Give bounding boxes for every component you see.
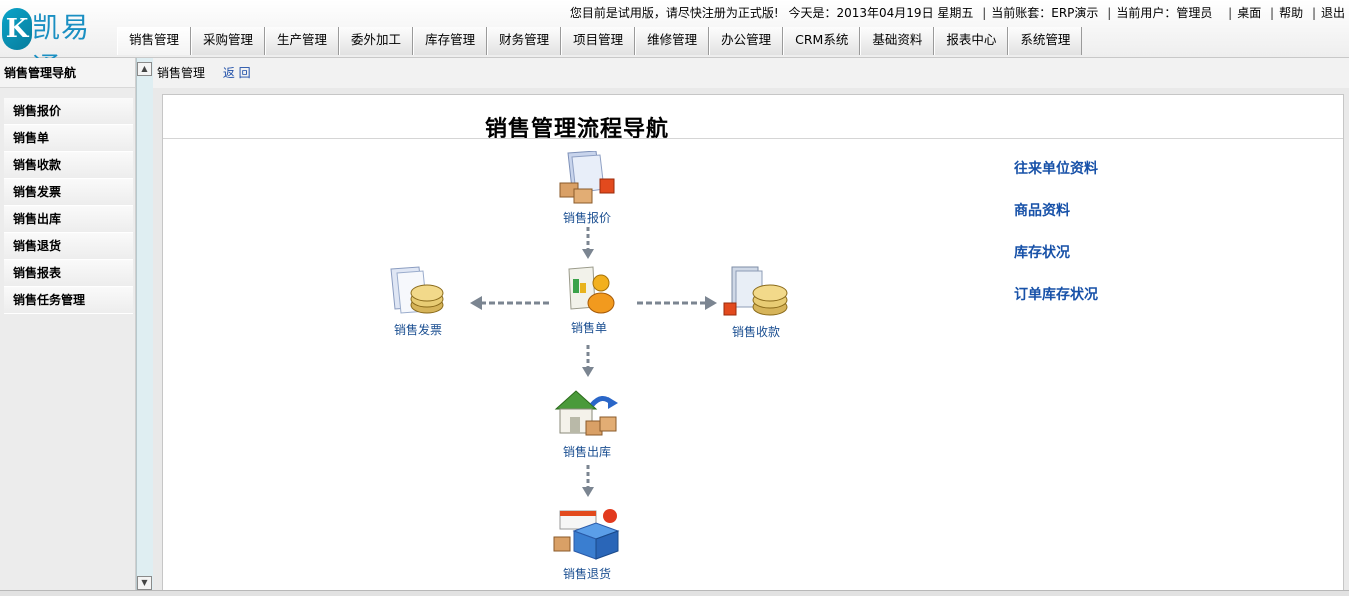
sidebar-item-return[interactable]: 销售退货	[4, 233, 133, 260]
link-partners[interactable]: 往来单位资料	[1014, 161, 1098, 177]
sidebar-item-invoice[interactable]: 销售发票	[4, 179, 133, 206]
horizontal-scrollbar[interactable]	[0, 590, 1349, 596]
menu-project[interactable]: 项目管理	[561, 27, 636, 55]
sidebar-item-order[interactable]: 销售单	[4, 125, 133, 152]
menu-system[interactable]: 系统管理	[1008, 27, 1083, 55]
node-label: 销售收款	[731, 325, 780, 339]
menu-finance[interactable]: 财务管理	[487, 27, 562, 55]
collapse-down-icon[interactable]: ▼	[137, 576, 152, 590]
invoice-icon	[390, 266, 444, 314]
node-label: 销售报价	[562, 211, 611, 225]
sidebar: 销售管理导航 销售报价 销售单 销售收款 销售发票 销售出库 销售退货 销售报表…	[0, 58, 136, 596]
sidebar-item-task[interactable]: 销售任务管理	[4, 287, 133, 314]
arrow-down-icon	[582, 227, 594, 259]
return-icon	[553, 509, 620, 560]
link-order-stock[interactable]: 订单库存状况	[1014, 287, 1098, 303]
node-label: 销售单	[570, 321, 607, 335]
header: K 凯易通 您目前是试用版，请尽快注册为正式版! 今天是：2013年04月19日…	[0, 0, 1349, 84]
menu-basic-data[interactable]: 基础资料	[860, 27, 935, 55]
node-sales-receipt[interactable]: 销售收款	[706, 265, 806, 340]
menu-outsourcing[interactable]: 委外加工	[339, 27, 414, 55]
link-stock-status[interactable]: 库存状况	[1014, 245, 1070, 261]
menu-inventory[interactable]: 库存管理	[413, 27, 488, 55]
arrow-left-icon	[470, 296, 550, 310]
menu-office[interactable]: 办公管理	[709, 27, 784, 55]
sidebar-list: 销售报价 销售单 销售收款 销售发票 销售出库 销售退货 销售报表 销售任务管理	[0, 98, 135, 314]
current-account: 当前账套：ERP演示	[991, 6, 1099, 20]
breadcrumb: 销售管理 返 回	[153, 58, 1349, 88]
breadcrumb-current: 销售管理	[157, 66, 206, 80]
collapse-up-icon[interactable]: ▲	[137, 62, 152, 76]
main-content: 销售管理 返 回 销售管理流程导航 销售报价	[153, 58, 1349, 596]
logo-mark: K	[2, 8, 32, 50]
logout-link[interactable]: 退出	[1320, 6, 1345, 20]
top-info-bar: 您目前是试用版，请尽快注册为正式版! 今天是：2013年04月19日 星期五 |…	[569, 6, 1345, 20]
desktop-link[interactable]: 桌面	[1237, 6, 1262, 20]
sidebar-item-report[interactable]: 销售报表	[4, 260, 133, 287]
node-sales-return[interactable]: 销售退货	[537, 507, 637, 582]
arrow-right-icon	[637, 296, 717, 310]
help-link[interactable]: 帮助	[1279, 6, 1304, 20]
flow-title: 销售管理流程导航	[485, 116, 670, 142]
sidebar-item-outbound[interactable]: 销售出库	[4, 206, 133, 233]
node-label: 销售退货	[562, 567, 611, 581]
quick-links: 往来单位资料 商品资料 库存状况 订单库存状况	[1014, 159, 1098, 327]
title-divider	[163, 138, 1343, 139]
sidebar-item-quote[interactable]: 销售报价	[4, 98, 133, 125]
outbound-icon	[554, 390, 618, 436]
link-products[interactable]: 商品资料	[1014, 203, 1070, 219]
menu-production[interactable]: 生产管理	[265, 27, 340, 55]
node-sales-quote[interactable]: 销售报价	[537, 151, 637, 226]
menu-sales[interactable]: 销售管理	[117, 27, 192, 55]
node-sales-invoice[interactable]: 销售发票	[368, 265, 468, 338]
menu-reports[interactable]: 报表中心	[934, 27, 1009, 55]
sidebar-item-receipt[interactable]: 销售收款	[4, 152, 133, 179]
current-user: 当前用户：管理员	[1116, 6, 1213, 20]
menu-purchase[interactable]: 采购管理	[191, 27, 266, 55]
back-link[interactable]: 返 回	[222, 66, 251, 80]
node-sales-outbound[interactable]: 销售出库	[537, 387, 637, 460]
node-sales-order[interactable]: 销售单	[539, 265, 639, 336]
sidebar-title: 销售管理导航	[0, 58, 135, 88]
main-menu: 销售管理 采购管理 生产管理 委外加工 库存管理 财务管理 项目管理 维修管理 …	[117, 27, 1083, 55]
quote-icon	[559, 151, 615, 204]
receipt-icon	[723, 266, 788, 316]
trial-notice: 您目前是试用版，请尽快注册为正式版!	[569, 6, 779, 20]
menu-crm[interactable]: CRM系统	[783, 27, 861, 55]
arrow-down-icon	[582, 465, 594, 497]
app-logo: K 凯易通	[2, 4, 112, 84]
node-label: 销售出库	[562, 445, 611, 459]
node-label: 销售发票	[393, 323, 442, 337]
arrow-down-icon	[582, 345, 594, 377]
sidebar-splitter[interactable]: ▲ ▼	[136, 58, 153, 596]
flow-panel: 销售管理流程导航 销售报价	[162, 94, 1344, 592]
menu-repair[interactable]: 维修管理	[635, 27, 710, 55]
order-icon	[568, 266, 615, 314]
today-date: 今天是：2013年04月19日 星期五	[788, 6, 974, 20]
